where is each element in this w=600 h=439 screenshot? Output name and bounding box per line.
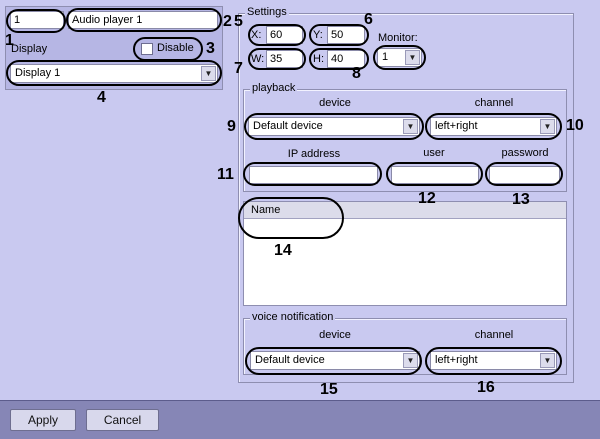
display-label: Display	[11, 43, 48, 55]
callout-2: 2	[223, 13, 232, 30]
callout-1: 1	[5, 32, 14, 49]
callout-6: 6	[364, 11, 373, 28]
h-field[interactable]: 40	[327, 50, 365, 68]
callout-11: 11	[217, 166, 234, 183]
h-label: H:	[313, 53, 324, 65]
voice-device-value: Default device	[255, 354, 325, 366]
callout-16: 16	[477, 379, 495, 396]
disable-label: Disable	[157, 42, 194, 54]
voice-channel-value: left+right	[435, 354, 478, 366]
chevron-down-icon[interactable]: ▼	[405, 50, 420, 65]
callout-8: 8	[352, 65, 361, 82]
w-field[interactable]: 35	[266, 50, 303, 68]
voice-device-select[interactable]: Default device ▼	[250, 351, 420, 370]
user-field[interactable]	[391, 166, 479, 184]
voice-channel-select[interactable]: left+right ▼	[430, 351, 557, 370]
callout-12: 12	[418, 190, 436, 207]
voice-channel-header: channel	[474, 329, 514, 341]
playback-channel-header: channel	[474, 97, 514, 109]
password-field[interactable]	[489, 166, 560, 184]
callout-5: 5	[234, 13, 243, 30]
display-select-value: Display 1	[15, 67, 61, 79]
y-label: Y:	[313, 29, 323, 41]
callout-9: 9	[227, 118, 236, 135]
disable-checkbox[interactable]	[141, 43, 153, 55]
w-label: W:	[251, 53, 265, 65]
callout-10: 10	[566, 117, 584, 134]
callout-13: 13	[512, 191, 530, 208]
name-column-header[interactable]: Name	[244, 202, 566, 219]
name-column-header-label: Name	[251, 204, 281, 216]
ip-address-field[interactable]	[249, 166, 378, 184]
x-label: X:	[251, 29, 262, 41]
playback-title: playback	[250, 82, 298, 94]
callout-4: 4	[97, 89, 106, 106]
callout-14: 14	[274, 242, 292, 259]
voice-device-header: device	[319, 329, 351, 341]
id-field[interactable]: 1	[10, 11, 64, 29]
password-label: password	[501, 147, 549, 159]
playback-device-header: device	[319, 97, 351, 109]
chevron-down-icon[interactable]: ▼	[540, 353, 555, 368]
playback-channel-value: left+right	[435, 120, 478, 132]
chevron-down-icon[interactable]: ▼	[403, 353, 418, 368]
playback-device-value: Default device	[253, 120, 323, 132]
cancel-button[interactable]: Cancel	[86, 409, 159, 431]
monitor-select-value: 1	[382, 51, 389, 63]
monitor-label: Monitor:	[378, 32, 418, 44]
settings-title: Settings	[245, 6, 289, 18]
playback-channel-select[interactable]: left+right ▼	[430, 117, 557, 136]
chevron-down-icon[interactable]: ▼	[540, 119, 555, 134]
chevron-down-icon[interactable]: ▼	[403, 119, 418, 134]
playback-group	[243, 89, 567, 192]
monitor-select[interactable]: 1 ▼	[377, 48, 422, 67]
callout-7: 7	[234, 60, 243, 77]
voice-notification-title: voice notification	[250, 311, 336, 323]
apply-button[interactable]: Apply	[10, 409, 76, 431]
y-field[interactable]: 50	[327, 26, 365, 44]
display-select[interactable]: Display 1 ▼	[10, 64, 218, 83]
callout-15: 15	[320, 381, 338, 398]
playback-device-select[interactable]: Default device ▼	[248, 117, 420, 136]
chevron-down-icon[interactable]: ▼	[201, 66, 216, 81]
name-field[interactable]: Audio player 1	[68, 11, 218, 29]
x-field[interactable]: 60	[266, 26, 303, 44]
user-label: user	[423, 147, 445, 159]
callout-3: 3	[206, 40, 215, 57]
ip-address-label: IP address	[287, 148, 341, 160]
